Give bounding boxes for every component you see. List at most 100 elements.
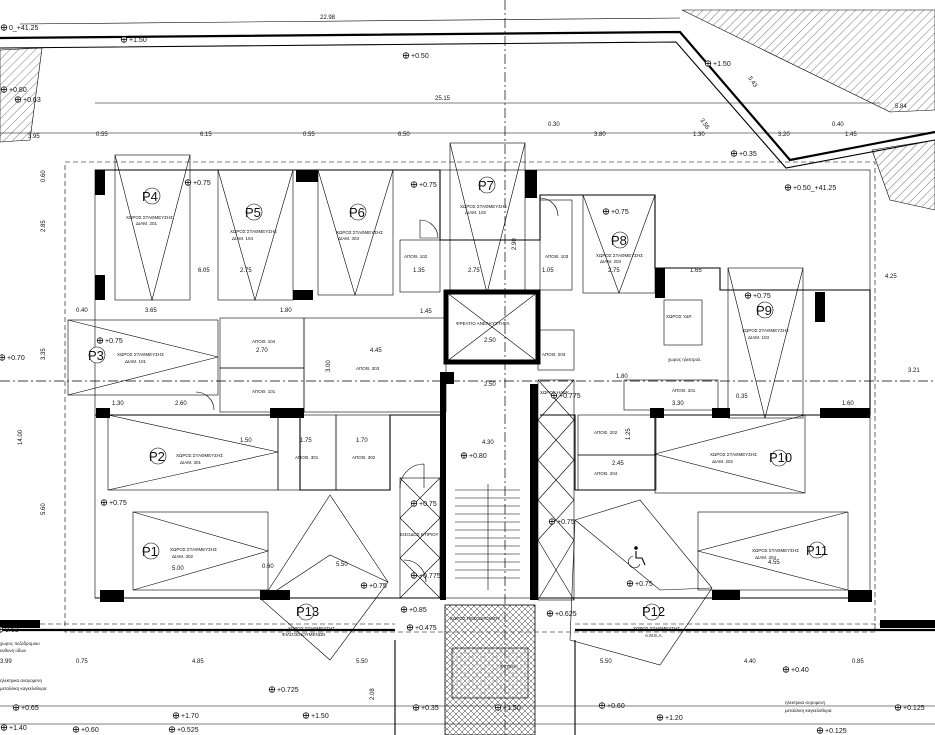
svg-text:ΔΙΑΜ. 103: ΔΙΑΜ. 103 <box>748 335 770 340</box>
level-marker-l32: +1.40 <box>0 724 27 732</box>
dimension-d18: 1.70 <box>356 438 368 444</box>
storage-104: ΑΠΟΘ. 104 <box>252 339 276 344</box>
level-marker-l4: +0.75 <box>184 179 211 187</box>
dimension-d38: 0.60 <box>41 170 47 182</box>
level-marker-l34: +0.80 <box>0 86 27 94</box>
svg-text:+0.75: +0.75 <box>369 583 387 590</box>
dimension-d31: 0.75 <box>76 659 88 665</box>
level-marker-l36: 0.63 <box>0 626 19 634</box>
dimension-d34: 3.99 <box>0 659 12 665</box>
svg-text:+0.80: +0.80 <box>9 87 27 94</box>
svg-text:+0.75: +0.75 <box>557 519 575 526</box>
storage-101: ΑΠΟΘ. 101 <box>252 389 276 394</box>
level-marker-l25: +1.70 <box>172 712 199 720</box>
svg-text:+0.80: +0.80 <box>469 453 487 460</box>
dimension-d8: 1.65 <box>690 268 702 274</box>
dimension-d22: 1.60 <box>842 401 854 407</box>
dimension-d33: 14.00 <box>18 429 24 445</box>
svg-text:3.95: 3.95 <box>28 134 40 140</box>
planter-label: ΦΥΤΕΙΑ <box>500 664 516 669</box>
dimension-d16: 1.50 <box>240 438 252 444</box>
dimension-d19: 4.30 <box>482 440 494 446</box>
dimension-d29: 4.40 <box>744 659 756 665</box>
storage-201: ΑΠΟΘ. 201 <box>672 388 696 393</box>
level-marker-l31: +0.65 <box>12 704 39 712</box>
svg-text:+0.75: +0.75 <box>193 180 211 187</box>
storage-103: ΑΠΟΘ. 103 <box>545 254 569 259</box>
level-marker-tr: +0.50_+41.25 <box>784 184 836 192</box>
parking-p3: P3 ΧΩΡΟΣ ΣΤΑΘΜΕΥΣΗΣ ΔΙΑΜ. 101 <box>88 346 164 364</box>
level-marker-tl: 0_+41.25 <box>0 24 38 32</box>
svg-text:3.20: 3.20 <box>778 132 790 138</box>
svg-text:0.30: 0.30 <box>548 122 560 128</box>
level-marker-l8: +0.35 <box>730 150 757 158</box>
building-structure <box>0 161 935 735</box>
elevator-shaft-label: ΦΡΕΑΤΙΟ ΑΝΕΛΚΥΣΤΗΡΑ <box>456 321 509 326</box>
sidewalk-label: ΧΩΡΟΣ ΠΕΖΟΔΡΟΜΙΟΥ <box>450 616 500 621</box>
level-marker-l37: +0.775 <box>550 392 581 400</box>
storage-102: ΑΠΟΘ. 102 <box>404 254 428 259</box>
dimension-d37: 3.35 <box>41 348 47 360</box>
parking-p8: P8 ΧΩΡΟΣ ΣΤΑΘΜΕΥΣΗΣ ΔΙΑΜ. 203 <box>596 231 643 264</box>
parking-p13: P13 ΧΩΡΟΣ ΣΤΑΘΜΕΥΣΗΣ ΦΙΛΟΞΕΝΟΥΜΕΝΩΝ <box>282 603 335 637</box>
dimension-d25: 4.55 <box>768 560 780 566</box>
svg-text:+0.75: +0.75 <box>635 581 653 588</box>
level-marker-l23: +0.40 <box>782 666 809 674</box>
svg-text:P11: P11 <box>806 543 828 558</box>
svg-text:ΔΙΑΜ. 203: ΔΙΑΜ. 203 <box>600 259 622 264</box>
dimension-d11: 4.45 <box>370 348 382 354</box>
parking-p2: P2 ΧΩΡΟΣ ΣΤΑΘΜΕΥΣΗΣ ΔΙΑΜ. 301 <box>149 447 223 465</box>
level-marker-l12: +0.75 <box>410 500 437 508</box>
dimension-d36: 5.60 <box>41 503 47 515</box>
svg-text:P5: P5 <box>245 205 261 220</box>
svg-text:+0.35: +0.35 <box>421 705 439 712</box>
level-marker-l1: +1.50 <box>120 36 147 44</box>
svg-text:P7: P7 <box>478 178 494 193</box>
dimension-d40: 1.80 <box>280 308 292 314</box>
level-marker-l2: +0.50 <box>402 52 429 60</box>
level-marker-l10: +0.75 <box>100 499 127 507</box>
parking-p10: P10 ΧΩΡΟΣ ΣΤΑΘΜΕΥΣΗΣ ΔΙΑΜ. 202 <box>710 449 792 467</box>
top-dimensions: 22.98 25.15 5.84 5.43 3.56 0.40 3.95 0.5… <box>0 15 935 140</box>
svg-text:3.80: 3.80 <box>594 132 606 138</box>
dimension-d26: 4.85 <box>192 659 204 665</box>
top-dim-segments: 3.95 0.55 6.15 0.55 6.50 0.30 3.80 1.30 … <box>28 122 857 140</box>
level-marker-l30: +0.125 <box>816 727 847 735</box>
svg-text:ΔΙΑΜ. 204: ΔΙΑΜ. 204 <box>755 555 777 560</box>
dimension-d9: 4.25 <box>885 274 897 280</box>
sidewalk-note-2: ευθυνη οδων <box>0 648 27 653</box>
svg-text:ΧΩΡΟΣ ΣΤΑΘΜΕΥΣΗΣ: ΧΩΡΟΣ ΣΤΑΘΜΕΥΣΗΣ <box>752 548 799 553</box>
svg-text:+0.60: +0.60 <box>81 727 99 734</box>
svg-text:Α.Μ.Ε.Α.: Α.Μ.Ε.Α. <box>645 633 663 638</box>
dim-inner: 25.15 <box>435 96 451 102</box>
svg-text:+0.75: +0.75 <box>753 293 771 300</box>
level-marker-l16: +0.85 <box>400 606 427 614</box>
dimension-d46: 2.08 <box>370 688 376 700</box>
svg-text:P10: P10 <box>769 450 792 465</box>
level-marker-l38: +0.775 <box>410 572 441 580</box>
svg-text:0_+41.25: 0_+41.25 <box>9 25 38 32</box>
water-room-label: ΧΩΡΟΣ ΥΔΡ. <box>666 314 692 319</box>
svg-text:+0.775: +0.775 <box>559 393 581 400</box>
svg-text:+0.50_+41.25: +0.50_+41.25 <box>793 185 836 192</box>
dimension-d48: 0.60 <box>262 564 274 570</box>
svg-text:+0.75: +0.75 <box>419 182 437 189</box>
dim-right-b: 5.43 <box>746 76 758 90</box>
level-marker-l15: +0.75 <box>626 580 653 588</box>
level-marker-l18: +0.625 <box>546 610 577 618</box>
svg-text:+0.85: +0.85 <box>409 607 427 614</box>
svg-text:+1.50: +1.50 <box>311 713 329 720</box>
svg-text:P2: P2 <box>149 449 165 464</box>
svg-text:ΔΙΑΜ. 201: ΔΙΑΜ. 201 <box>136 221 158 226</box>
svg-text:+0.75: +0.75 <box>105 338 123 345</box>
svg-text:+1.50: +1.50 <box>129 37 147 44</box>
svg-text:ΦΙΛΟΞΕΝΟΥΜΕΝΩΝ: ΦΙΛΟΞΕΝΟΥΜΕΝΩΝ <box>282 632 325 637</box>
svg-text:+0.475: +0.475 <box>415 625 437 632</box>
svg-text:ΔΙΑΜ. 302: ΔΙΑΜ. 302 <box>172 554 194 559</box>
dimension-d20: 2.45 <box>612 461 624 467</box>
wheelchair-icon <box>628 546 646 569</box>
level-marker-l20: +0.35 <box>412 704 439 712</box>
level-marker-l33: +0.63 <box>14 96 41 104</box>
